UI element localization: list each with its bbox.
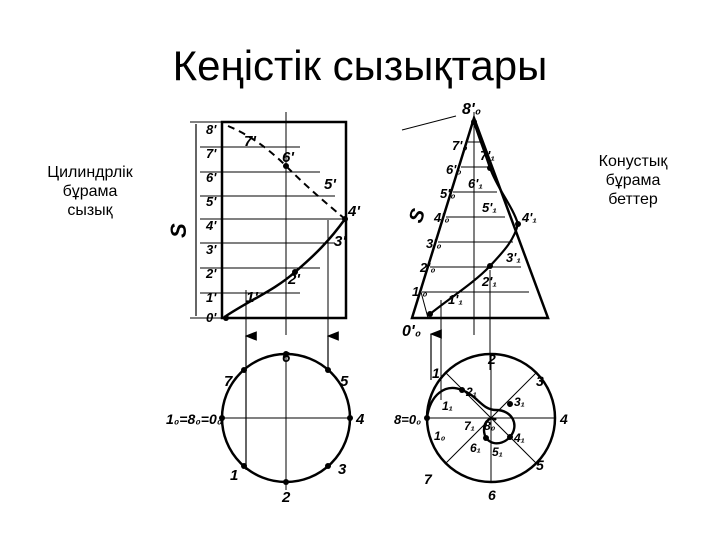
- height-label: S: [405, 206, 430, 226]
- cone-inner-label: 6'₁: [468, 176, 483, 191]
- axis-label: 4': [205, 218, 217, 233]
- cone-top-inner-label: 3₁: [514, 395, 525, 409]
- cone-top-outer-label: 1: [432, 365, 440, 381]
- cone-top-outer-label: 6: [488, 487, 496, 503]
- cone-top-labels: 2 3 4 5 6 7 1 8=0₀ 8₀ 2₁ 3₁ 1₁ 7₁ 4₁ 6₁ …: [394, 351, 568, 503]
- cone-top-outer-label: 3: [536, 373, 544, 389]
- top-point-label: 7: [224, 373, 233, 390]
- helix-hidden: [227, 125, 346, 220]
- cone-top-outer-label: 7: [424, 471, 433, 487]
- cone-inner-label: 7'₁: [480, 148, 495, 163]
- axis-label: 6': [206, 170, 217, 185]
- top-point-label: 2: [281, 489, 291, 506]
- axis-label: 2': [205, 266, 217, 281]
- cone-left-label: 6'₀: [446, 162, 461, 177]
- right-caption: Конустық бұрама беттер: [578, 152, 688, 209]
- cone-top-inner-label: 4₁: [513, 431, 525, 445]
- right-caption-line: Конустық: [598, 153, 668, 170]
- cone-top-inner-label: 6₁: [470, 441, 481, 455]
- axis-label: 1': [206, 290, 217, 305]
- cone-divisions: [422, 141, 529, 293]
- cone-front-labels: 8'₀ S 7'₀ 6'₀ 5'₀ 4'₀ 3'₀ 2'₀ 1'₀ 7'₁ 6'…: [402, 101, 537, 340]
- cylinder-top-labels: 6 7 5 4 3 1 2 1₀=8₀=0₀: [166, 349, 365, 506]
- apex-label: 8'₀: [462, 101, 481, 118]
- left-caption-line: сызық: [67, 202, 113, 219]
- curve-label: 3': [334, 233, 346, 250]
- left-caption: Цилиндрлік бұрама сызық: [30, 163, 150, 220]
- cone-top-inner-label: 7₁: [464, 419, 475, 433]
- cone-top-inner-label: 2₁: [465, 385, 477, 399]
- cone-outline: [410, 114, 550, 320]
- curve-label: 5': [324, 176, 336, 193]
- cone-left-label: 1'₀: [412, 284, 427, 299]
- cone-inner-label: 1'₁: [448, 292, 463, 307]
- cone-left-label: 2'₀: [419, 260, 435, 275]
- cylinder-front-view: [190, 112, 348, 365]
- top-point-label: 6: [282, 349, 291, 366]
- cone-top-outer-label: 5: [536, 457, 544, 473]
- cone-top-inner-label: 1₀: [434, 429, 446, 443]
- left-caption-line: Цилиндрлік: [47, 164, 133, 181]
- cylinder-front-labels: S 8' 7' 6' 5' 4' 3' 2' 1' 0' 7' 6' 5' 4'…: [166, 122, 360, 325]
- top-point-label: 5: [340, 373, 349, 390]
- curve-label: 1': [246, 289, 258, 306]
- axis-label: 7': [206, 146, 217, 161]
- axis-label: 8': [206, 122, 217, 137]
- cylinder-top-view: [219, 351, 353, 490]
- cone-inner-label: 4'₁: [521, 210, 537, 225]
- cone-top-view: [424, 352, 557, 484]
- cone-left-label: 7'₀: [452, 138, 467, 153]
- right-caption-line: беттер: [608, 191, 658, 208]
- top-point-label: 3: [338, 461, 347, 478]
- axis-label: 3': [206, 242, 217, 257]
- cone-base-label: 0'₀: [402, 323, 421, 340]
- slide-title: Кеңістік сызықтары: [172, 42, 548, 89]
- curve-label: 2': [287, 271, 300, 288]
- height-label: S: [166, 223, 191, 238]
- curve-label: 4': [347, 203, 360, 220]
- cone-top-left-label: 8=0₀: [394, 412, 421, 427]
- cylinder-projection-arrows: [244, 331, 339, 470]
- cone-inner-label: 2'₁: [481, 274, 497, 289]
- axis-label: 0': [206, 310, 217, 325]
- cone-top-inner-label: 1₁: [442, 399, 453, 413]
- cone-front-view: [401, 112, 550, 335]
- curve-label: 7': [244, 133, 256, 150]
- left-caption-line: бұрама: [62, 183, 118, 200]
- cone-inner-label: 3'₁: [506, 250, 521, 265]
- cone-left-label: 5'₀: [440, 186, 455, 201]
- cone-top-center-label: 8₀: [484, 419, 496, 433]
- top-point-label: 1: [230, 467, 238, 484]
- cone-top-spiral: [425, 386, 516, 445]
- cone-top-outer-label: 4: [559, 411, 568, 427]
- cone-left-label: 3'₀: [426, 236, 441, 251]
- right-caption-line: бұрама: [605, 172, 661, 189]
- top-left-label: 1₀=8₀=0₀: [166, 411, 223, 427]
- cone-top-inner-label: 5₁: [492, 445, 503, 459]
- cone-inner-label: 5'₁: [482, 200, 497, 215]
- cone-left-label: 4'₀: [433, 210, 449, 225]
- axis-label: 5': [206, 194, 217, 209]
- curve-label: 6': [282, 149, 294, 166]
- cone-top-outer-label: 2: [487, 351, 496, 367]
- top-point-label: 4: [355, 411, 365, 428]
